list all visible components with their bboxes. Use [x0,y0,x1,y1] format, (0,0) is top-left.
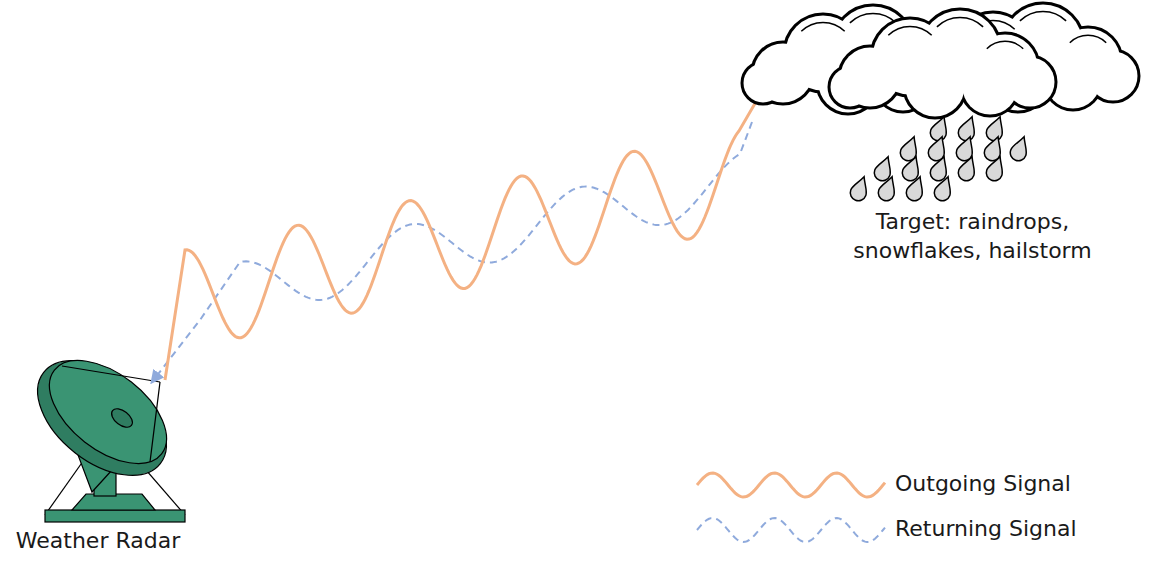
raindrops [848,114,1032,203]
radar-label: Weather Radar [3,527,193,556]
outgoing-wave [165,100,757,380]
legend-item: Returning Signal [695,513,1115,547]
legend-text: Returning Signal [895,515,1077,544]
legend-sample [695,513,890,547]
returning-wave [152,122,752,382]
target-label: Target: raindrops, snowflakes, hailstorm [835,208,1110,265]
storm-clouds [743,4,1138,117]
radar-dish [17,338,188,522]
legend-text: Outgoing Signal [895,470,1071,499]
legend-sample [695,468,890,502]
legend-item: Outgoing Signal [695,468,1115,502]
